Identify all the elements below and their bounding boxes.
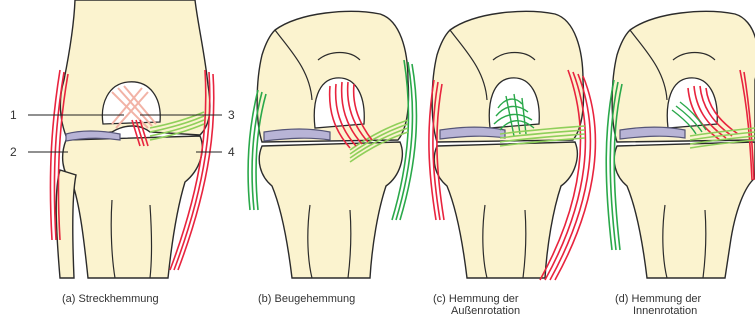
panel-d-tibia bbox=[614, 142, 755, 278]
caption-a-title: Streckhemmung bbox=[79, 293, 159, 305]
caption-panel-a: (a) Streckhemmung bbox=[62, 293, 159, 305]
caption-c-title: Hemmung der bbox=[449, 293, 519, 305]
caption-d-title: Hemmung der bbox=[632, 293, 702, 305]
panel-a-tibia bbox=[63, 136, 203, 278]
caption-panel-d: (d) Hemmung der Innenrotation bbox=[615, 293, 701, 317]
panel-c-knee bbox=[429, 11, 596, 280]
caption-c-title-line2: Außenrotation bbox=[433, 305, 520, 317]
caption-d-title-line2: Innenrotation bbox=[615, 305, 701, 317]
label-2: 2 bbox=[10, 145, 17, 159]
caption-d-letter: (d) bbox=[615, 293, 628, 305]
label-1: 1 bbox=[10, 108, 17, 122]
panel-b-tibia bbox=[259, 142, 402, 278]
caption-panel-b: (b) Beugehemmung bbox=[258, 293, 355, 305]
label-4: 4 bbox=[228, 145, 235, 159]
caption-panel-c: (c) Hemmung der Außenrotation bbox=[433, 293, 520, 317]
panel-d-knee bbox=[606, 11, 755, 278]
caption-a-letter: (a) bbox=[62, 293, 75, 305]
panel-a-knee: 1 2 3 4 bbox=[10, 0, 235, 278]
caption-c-letter: (c) bbox=[433, 293, 446, 305]
caption-b-title: Beugehemmung bbox=[275, 293, 356, 305]
caption-b-letter: (b) bbox=[258, 293, 271, 305]
label-3: 3 bbox=[228, 108, 235, 122]
panel-b-knee bbox=[248, 11, 416, 278]
